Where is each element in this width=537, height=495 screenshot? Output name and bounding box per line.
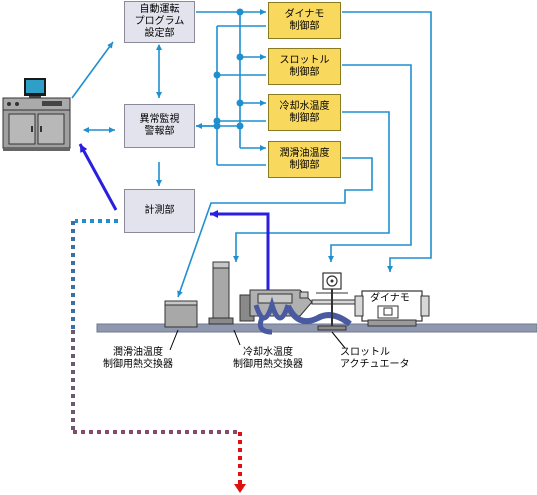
throttle-actuator xyxy=(316,272,348,331)
dynamo-label: ダイナモ xyxy=(370,293,410,304)
oil-hx-line-1: 潤滑油温度 xyxy=(113,347,163,358)
throttle-actuator-label: スロットル アクチュエータ xyxy=(340,346,430,372)
computer-icon xyxy=(2,78,71,151)
oil-ctrl-line-1: 潤滑油温度 xyxy=(279,147,330,159)
floor xyxy=(96,323,537,333)
dynamo xyxy=(354,290,430,327)
dotted-path xyxy=(71,219,242,484)
coolant-hx-line-2: 制御用熱交換器 xyxy=(233,359,303,370)
measure-to-pc xyxy=(78,143,118,211)
oil-heat-exchanger xyxy=(164,300,198,328)
actuator-lines xyxy=(177,11,432,298)
throttle-ctrl-line-2: 制御部 xyxy=(289,66,320,78)
measure-feedback xyxy=(210,210,270,293)
leader-lines xyxy=(169,329,346,351)
coolant-ctrl-line-2: 制御部 xyxy=(289,112,320,124)
dyno-ctrl-line-2: 制御部 xyxy=(289,20,320,32)
alarm-monitor-block: 異常監視 警報部 xyxy=(124,104,195,148)
oil-temp-control-block: 潤滑油温度 制御部 xyxy=(268,141,341,178)
throttle-act-line-2: アクチュエータ xyxy=(340,359,410,370)
engine xyxy=(239,289,352,335)
pc-links xyxy=(71,41,162,186)
output-arrow-icon xyxy=(234,484,246,493)
coolant-temp-control-block: 冷却水温度 制御部 xyxy=(268,94,341,131)
alarm-line-2: 警報部 xyxy=(144,126,175,137)
coolant-heat-exchanger xyxy=(208,261,234,325)
throttle-ctrl-line-1: スロットル xyxy=(279,54,330,66)
measure-label: 計測部 xyxy=(144,205,175,216)
throttle-control-block: スロットル 制御部 xyxy=(268,48,341,85)
auto-drive-line-1: 自動運転 xyxy=(139,4,180,15)
control-bus xyxy=(196,9,266,166)
coolant-hx-line-1: 冷却水温度 xyxy=(243,347,293,358)
bus-dots xyxy=(213,8,244,130)
coolant-hx-label: 冷却水温度 制御用熱交換器 xyxy=(218,346,318,372)
alarm-line-1: 異常監視 xyxy=(139,114,180,125)
coolant-ctrl-line-1: 冷却水温度 xyxy=(279,100,330,112)
dynamo-control-block: ダイナモ 制御部 xyxy=(268,2,341,39)
auto-drive-program-block: 自動運転 プログラム 設定部 xyxy=(124,1,195,43)
oil-hx-label: 潤滑油温度 制御用熱交換器 xyxy=(88,346,188,372)
auto-drive-line-3: 設定部 xyxy=(144,28,175,39)
dyno-ctrl-line-1: ダイナモ xyxy=(284,8,325,20)
oil-hx-line-2: 制御用熱交換器 xyxy=(103,359,173,370)
measurement-block: 計測部 xyxy=(124,189,195,233)
throttle-act-line-1: スロットル xyxy=(340,347,390,358)
oil-ctrl-line-2: 制御部 xyxy=(289,159,320,171)
auto-drive-line-2: プログラム xyxy=(134,16,185,27)
